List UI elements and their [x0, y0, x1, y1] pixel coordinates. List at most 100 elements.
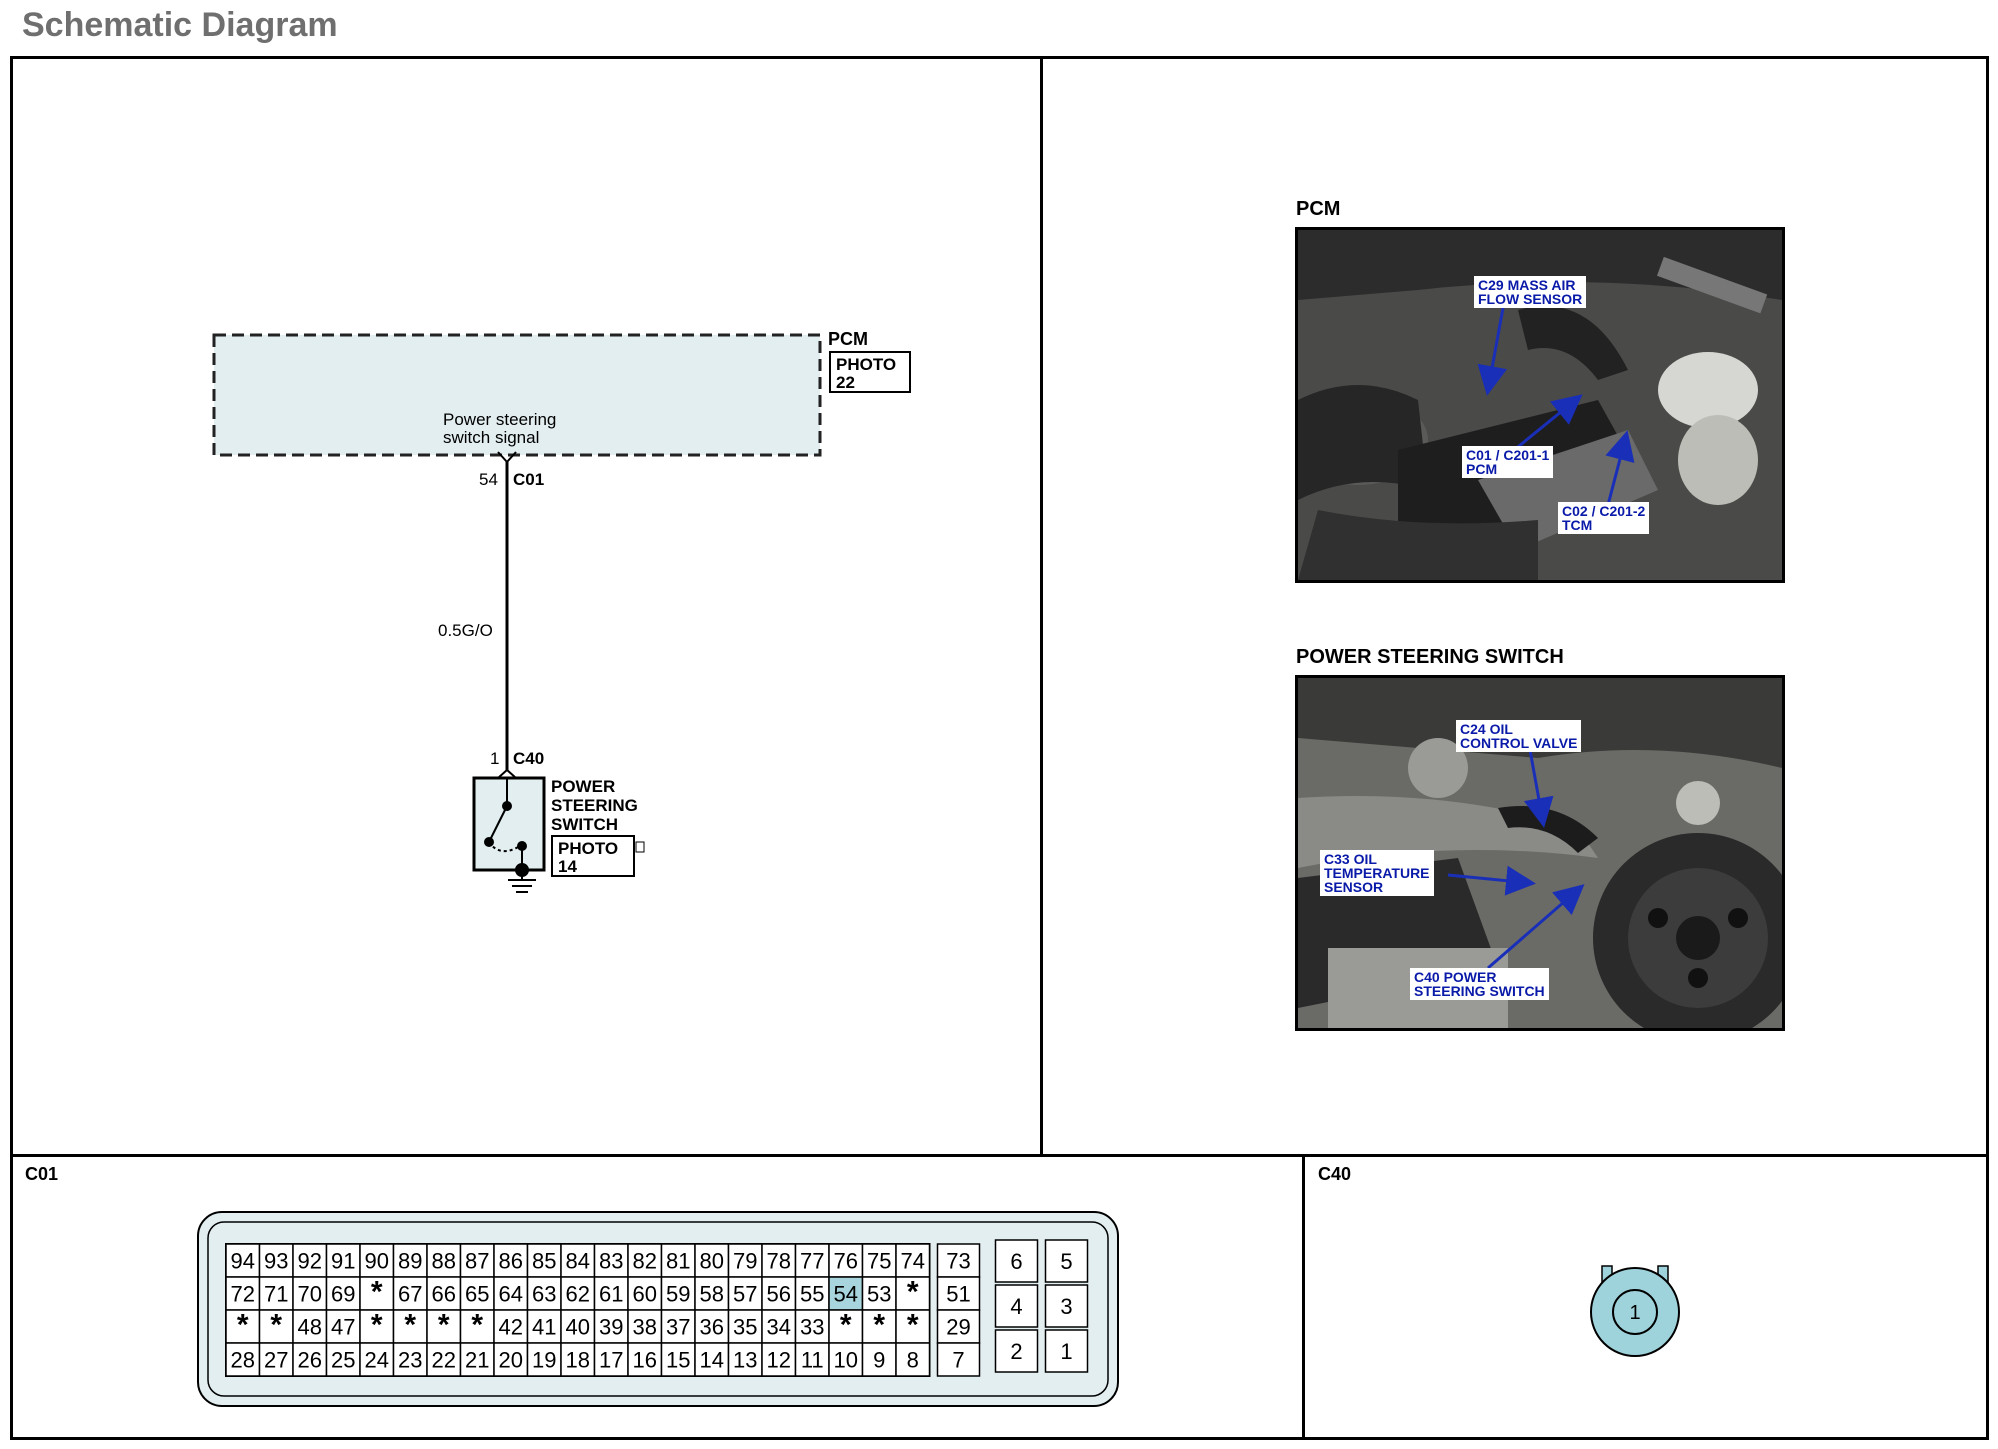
c01-pin-cell[interactable]: [392, 1342, 428, 1377]
c01-pin-cell[interactable]: [694, 1309, 730, 1344]
c01-pin-cell[interactable]: [392, 1243, 428, 1278]
c01-pin-number: 84: [566, 1249, 590, 1274]
ground-icon: [508, 879, 536, 893]
c01-pin-cell[interactable]: [861, 1309, 897, 1344]
c01-large-pin-cell[interactable]: [1044, 1329, 1089, 1373]
diagram-frame: [10, 56, 1989, 1440]
c01-pin-cell[interactable]: [593, 1342, 629, 1377]
c01-pin-cell[interactable]: [694, 1342, 730, 1377]
c01-pin-cell[interactable]: [560, 1342, 596, 1377]
c01-pin-number: 92: [298, 1249, 322, 1274]
c01-pin-number: 55: [800, 1282, 824, 1307]
c01-side-pin-cell[interactable]: [936, 1276, 981, 1311]
c01-pin-cell[interactable]: [727, 1342, 763, 1377]
pcm-photo-label: PHOTO: [836, 355, 896, 374]
c01-side-pin-cell[interactable]: [936, 1342, 981, 1377]
c01-pin-cell[interactable]: [627, 1309, 663, 1344]
c01-pin-cell[interactable]: [426, 1342, 462, 1377]
c01-pin-cell[interactable]: [392, 1276, 428, 1311]
c01-pin-number: 20: [499, 1348, 523, 1373]
c01-pin-cell[interactable]: [325, 1276, 361, 1311]
c01-pin-cell[interactable]: [493, 1276, 529, 1311]
c01-pin-number: 60: [633, 1282, 657, 1307]
pcm-pin-number: 54: [479, 470, 498, 489]
c01-large-pin-cell[interactable]: [994, 1329, 1039, 1373]
c01-pin-cell[interactable]: [292, 1309, 328, 1344]
c01-pin-unused-mark: *: [371, 1276, 383, 1309]
c01-pin-unused-mark: *: [873, 1309, 885, 1342]
power-steering-switch-box[interactable]: [472, 776, 546, 872]
c01-pin-cell[interactable]: [258, 1243, 294, 1278]
c01-pin-number: 87: [465, 1249, 489, 1274]
pcm-engine-photo[interactable]: C29 MASS AIR FLOW SENSOR C01 / C201-1 PC…: [1295, 227, 1785, 583]
c01-pin-cell[interactable]: [493, 1243, 529, 1278]
switch-photo-ref-box[interactable]: [551, 835, 635, 877]
c01-pin-number: 10: [834, 1348, 858, 1373]
switch-name-line3: SWITCH: [551, 815, 618, 834]
c01-pin-cell[interactable]: [794, 1309, 830, 1344]
c01-pin-cell[interactable]: [828, 1342, 864, 1377]
c01-pin-cell[interactable]: [359, 1309, 395, 1344]
c01-side-pin-number: 29: [946, 1315, 970, 1340]
c01-pin-number: 8: [907, 1348, 919, 1373]
c01-pin-number: 65: [465, 1282, 489, 1307]
c01-large-pin-cell[interactable]: [1044, 1284, 1089, 1328]
c01-large-pin-cell[interactable]: [994, 1284, 1039, 1328]
c01-large-pin-cell[interactable]: [1044, 1239, 1089, 1283]
c01-side-pin-cell[interactable]: [936, 1309, 981, 1344]
c01-pin-number: 28: [231, 1348, 255, 1373]
c01-pin-cell[interactable]: [292, 1342, 328, 1377]
c01-pin-number: 11: [801, 1348, 824, 1373]
c01-pin-cell[interactable]: [627, 1276, 663, 1311]
pcm-module-box[interactable]: [212, 333, 822, 457]
c40-pin-1[interactable]: [1612, 1289, 1658, 1335]
c01-pin-cell[interactable]: [828, 1276, 864, 1311]
c01-pin-number: 67: [398, 1282, 422, 1307]
switch-blade: [488, 805, 508, 843]
c01-pin-cell[interactable]: [560, 1309, 596, 1344]
switch-dotted-arc: [488, 841, 521, 853]
c01-pin-cell[interactable]: [794, 1342, 830, 1377]
c01-pin-number: 47: [331, 1315, 355, 1340]
c01-pin-number: 39: [599, 1315, 623, 1340]
power-steering-engine-photo[interactable]: C24 OIL CONTROL VALVE C33 OIL TEMPERATUR…: [1295, 675, 1785, 1031]
c01-pin-cell[interactable]: [593, 1276, 629, 1311]
c01-large-pin-cell[interactable]: [994, 1239, 1039, 1283]
c01-pin-number: 9: [873, 1348, 885, 1373]
c01-pin-cell[interactable]: [861, 1342, 897, 1377]
callout-oil-temperature-sensor: C33 OIL TEMPERATURE SENSOR: [1320, 850, 1434, 896]
c01-pin-cell[interactable]: [794, 1243, 830, 1278]
c01-large-pin-number: 4: [1010, 1294, 1022, 1319]
c01-pin-cell[interactable]: [325, 1342, 361, 1377]
c01-pin-cell[interactable]: [459, 1276, 495, 1311]
c01-pin-cell[interactable]: [627, 1342, 663, 1377]
c01-pin-unused-mark: *: [270, 1309, 282, 1342]
c01-side-pin-number: 73: [946, 1249, 970, 1274]
c01-pin-number: 25: [331, 1348, 355, 1373]
c01-pin-cell[interactable]: [895, 1342, 931, 1377]
pcm-photo-ref-box[interactable]: [829, 351, 911, 393]
c01-pin-cell[interactable]: [325, 1309, 361, 1344]
pcm-callout-arrows: [1477, 307, 1635, 506]
c01-pin-cell[interactable]: [526, 1309, 562, 1344]
c01-pin-cell[interactable]: [359, 1342, 395, 1377]
c01-pin-cell[interactable]: [660, 1342, 696, 1377]
c01-pin-cell[interactable]: [895, 1309, 931, 1344]
c01-pin-cell[interactable]: [660, 1276, 696, 1311]
pcm-label: PCM: [828, 329, 868, 349]
callout-power-steering-switch: C40 POWER STEERING SWITCH: [1410, 968, 1549, 1000]
c01-pin-number: 85: [532, 1249, 556, 1274]
c01-pin-cell[interactable]: [895, 1243, 931, 1278]
c01-pin-cell[interactable]: [225, 1243, 261, 1278]
c01-pin-unused-mark: *: [371, 1309, 383, 1342]
c01-pin-cell[interactable]: [526, 1243, 562, 1278]
connector-c40-face[interactable]: 1: [1590, 1262, 1690, 1368]
c01-pin-cell[interactable]: [493, 1309, 529, 1344]
c01-pin-cell[interactable]: [761, 1342, 797, 1377]
pcm-photo-number: 22: [836, 373, 855, 392]
callout-pcm-connector: C01 / C201-1 PCM: [1462, 446, 1554, 478]
c01-pin-cell[interactable]: [225, 1342, 261, 1377]
c01-pin-number: 93: [264, 1249, 288, 1274]
c01-pin-cell[interactable]: [459, 1243, 495, 1278]
